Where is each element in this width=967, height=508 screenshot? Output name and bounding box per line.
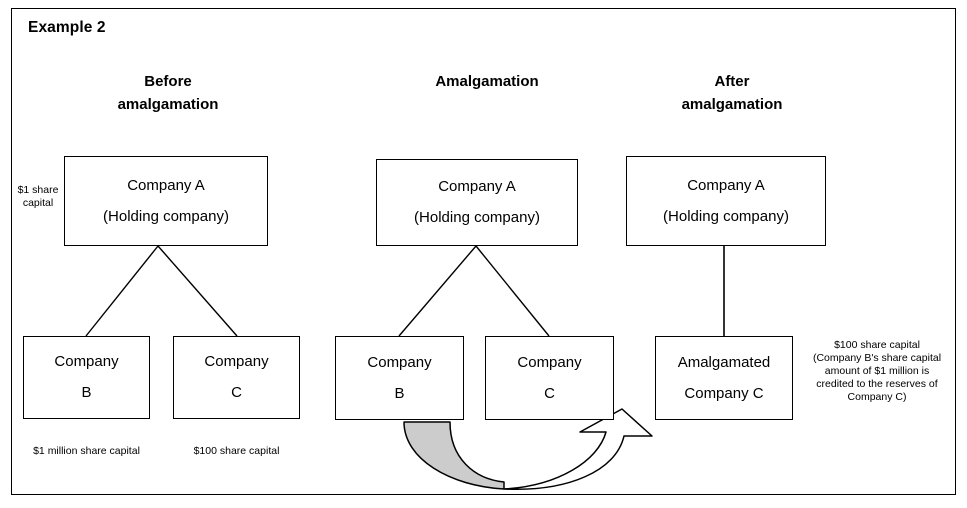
node-amalgamated-company-c: Amalgamated Company C xyxy=(655,336,793,420)
node-company-c-col2-line2: C xyxy=(544,384,555,402)
node-company-c-col1: Company C xyxy=(173,336,300,419)
node-company-b-col1-line2: B xyxy=(81,384,92,401)
node-company-c-col1-line1: Company xyxy=(204,353,269,370)
connector-a-to-b-col1 xyxy=(85,245,159,337)
column-heading-before: Before amalgamation xyxy=(58,71,278,116)
node-company-a-col2: Company A (Holding company) xyxy=(376,159,578,246)
note-amalgamated-line-1: $100 share capital xyxy=(834,339,920,351)
node-company-b-col1: Company B xyxy=(23,336,150,419)
node-company-a-col3-line2: (Holding company) xyxy=(663,207,789,225)
note-amalgamated-line-4: credited to the reserves of xyxy=(816,378,938,390)
node-amalgamated-company-c-line1: Amalgamated xyxy=(677,353,771,371)
merge-arrow-tail xyxy=(403,421,505,490)
column-heading-after-line2: amalgamation xyxy=(681,95,783,113)
column-heading-amalgamation: Amalgamation xyxy=(377,71,597,94)
note-amalgamated-line-2: (Company B's share capital xyxy=(812,352,942,364)
note-company-b-capital: $1 million share capital xyxy=(33,445,140,457)
node-company-a-col1-line2: (Holding company) xyxy=(103,207,229,225)
node-company-b-col2-line1: Company xyxy=(367,353,432,371)
node-company-a-col1: Company A (Holding company) xyxy=(64,156,268,246)
node-company-b-col2: Company B xyxy=(335,336,464,420)
column-heading-before-line1: Before xyxy=(144,73,192,90)
merge-arrow-head xyxy=(503,408,653,491)
note-amalgamated-line-3: amount of $1 million is xyxy=(824,365,930,377)
note-company-c-capital: $100 share capital xyxy=(193,445,280,457)
node-amalgamated-company-c-line2: Company C xyxy=(684,384,764,402)
connector-a-to-b-col2 xyxy=(398,245,477,337)
note-share-capital-company-a: $1 share capital xyxy=(17,184,59,209)
node-company-a-col2-line2: (Holding company) xyxy=(414,209,540,226)
note-amalgamated-line-5: Company C) xyxy=(847,391,907,403)
note-amalgamated-share-capital: $100 share capital (Company B's share ca… xyxy=(798,339,956,404)
node-company-a-col3-line1: Company A xyxy=(687,176,765,194)
node-company-a-col3: Company A (Holding company) xyxy=(626,156,826,246)
column-heading-amalgamation-line1: Amalgamation xyxy=(435,73,539,90)
column-heading-after: After amalgamation xyxy=(622,71,842,116)
node-company-c-col1-line2: C xyxy=(231,384,242,401)
node-company-a-col1-line1: Company A xyxy=(127,176,205,194)
node-company-c-col2: Company C xyxy=(485,336,614,420)
merge-arrow-b-to-c xyxy=(403,408,653,491)
node-company-b-col1-line1: Company xyxy=(54,353,119,370)
column-heading-before-line2: amalgamation xyxy=(117,95,219,113)
connector-a-to-c-col2 xyxy=(475,245,550,337)
column-heading-after-line1: After xyxy=(714,73,750,90)
page-title: Example 2 xyxy=(28,19,106,36)
node-company-b-col2-line2: B xyxy=(394,384,405,402)
node-company-a-col2-line1: Company A xyxy=(438,178,516,195)
figure-frame: Example 2 Before amalgamation Amalgamati… xyxy=(11,8,956,495)
node-company-c-col2-line1: Company xyxy=(517,353,582,371)
connector-a-to-c-col1 xyxy=(157,245,238,337)
